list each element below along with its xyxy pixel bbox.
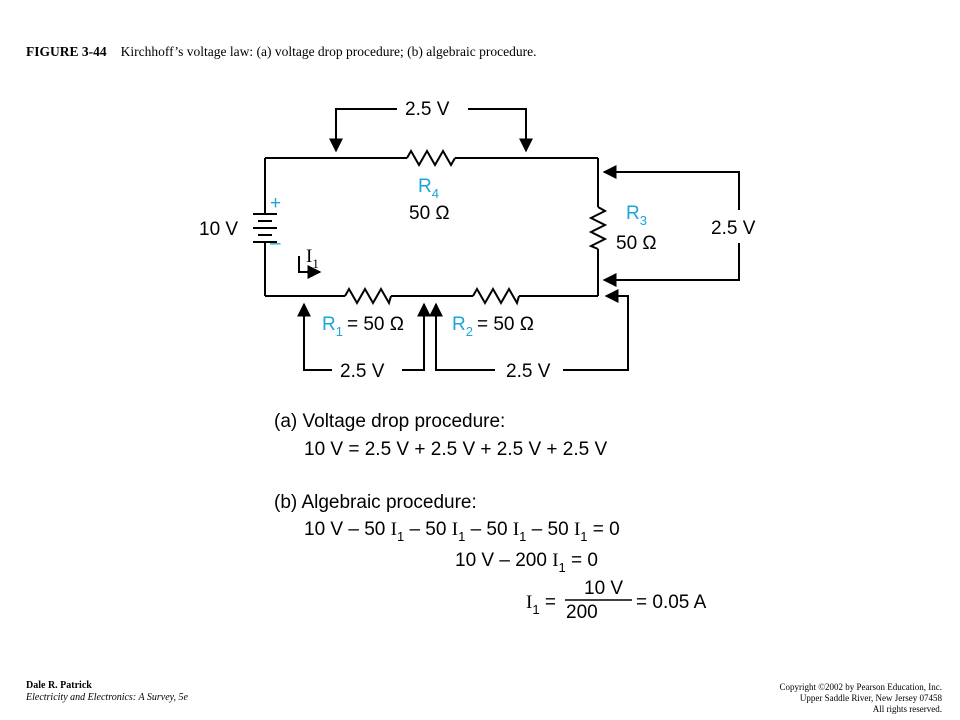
battery-plus-sign: + (270, 193, 281, 214)
footer-author: Dale R. Patrick (26, 680, 92, 691)
battery-minus-sign: – (270, 233, 281, 254)
footer-copyright: Copyright ©2002 by Pearson Education, In… (779, 682, 942, 692)
r4-name-label: R4 (418, 176, 439, 201)
figure-number: FIGURE 3-44 (26, 44, 107, 59)
r3-drop-arrow-bottom (602, 243, 740, 287)
current-label: I1 (306, 246, 319, 271)
footer-book-title: Electricity and Electronics: A Survey, 5… (26, 692, 188, 703)
procedure-b-line2: 10 V – 200 I1 = 0 (455, 550, 598, 575)
r3-voltage-drop-label: 2.5 V (711, 218, 756, 239)
r4-value-label: 50 Ω (409, 203, 450, 224)
footer-author-block: Dale R. Patrick Electricity and Electron… (26, 680, 188, 704)
r1-drop-arrow-right (402, 302, 431, 371)
footer-copyright-block: Copyright ©2002 by Pearson Education, In… (779, 682, 942, 715)
r4-drop-arrow-left (329, 108, 397, 153)
resistor-r1-symbol (344, 286, 392, 306)
figure-title: Kirchhoff’s voltage law: (a) voltage dro… (120, 44, 537, 59)
r3-value-label: 50 Ω (616, 233, 657, 254)
footer-address: Upper Saddle River, New Jersey 07458 (799, 693, 942, 703)
procedure-b-line3-lhs: I1 = (526, 592, 556, 617)
fraction-numerator: 10 V (584, 578, 623, 599)
r2-voltage-drop-label: 2.5 V (506, 361, 551, 382)
r1-label: R1= 50 Ω (322, 314, 404, 339)
resistor-r4-symbol (406, 148, 456, 168)
resistor-r2-symbol (472, 286, 520, 306)
r4-voltage-drop-label: 2.5 V (405, 99, 450, 120)
r4-drop-arrow-right (468, 108, 533, 153)
procedure-b-line1: 10 V – 50 I1 – 50 I1 – 50 I1 – 50 I1 = 0 (304, 519, 620, 544)
source-voltage-label: 10 V (199, 219, 238, 240)
r3-name-label: R3 (626, 203, 647, 228)
procedure-a-equation: 10 V = 2.5 V + 2.5 V + 2.5 V + 2.5 V (304, 439, 607, 460)
figure-caption: FIGURE 3-44 Kirchhoff’s voltage law: (a) … (26, 44, 536, 60)
current-direction-arrow-icon (298, 256, 322, 279)
r2-drop-arrow-left (429, 302, 495, 371)
procedure-b-result: = 0.05 A (636, 592, 707, 613)
procedure-a-title: (a) Voltage drop procedure: (274, 411, 505, 432)
r1-voltage-drop-label: 2.5 V (340, 361, 385, 382)
procedure-b-title: (b) Algebraic procedure: (274, 492, 477, 513)
resistor-r3-symbol (588, 206, 608, 250)
r2-drop-arrow-right (563, 289, 629, 371)
circuit-loop (264, 157, 599, 297)
battery-symbol (253, 213, 277, 243)
r2-label: R2= 50 Ω (452, 314, 534, 339)
footer-rights: All rights reserved. (872, 704, 942, 714)
r3-drop-arrow-top (602, 165, 740, 210)
fraction-denominator: 200 (566, 602, 598, 623)
r1-drop-arrow-left (297, 302, 332, 371)
